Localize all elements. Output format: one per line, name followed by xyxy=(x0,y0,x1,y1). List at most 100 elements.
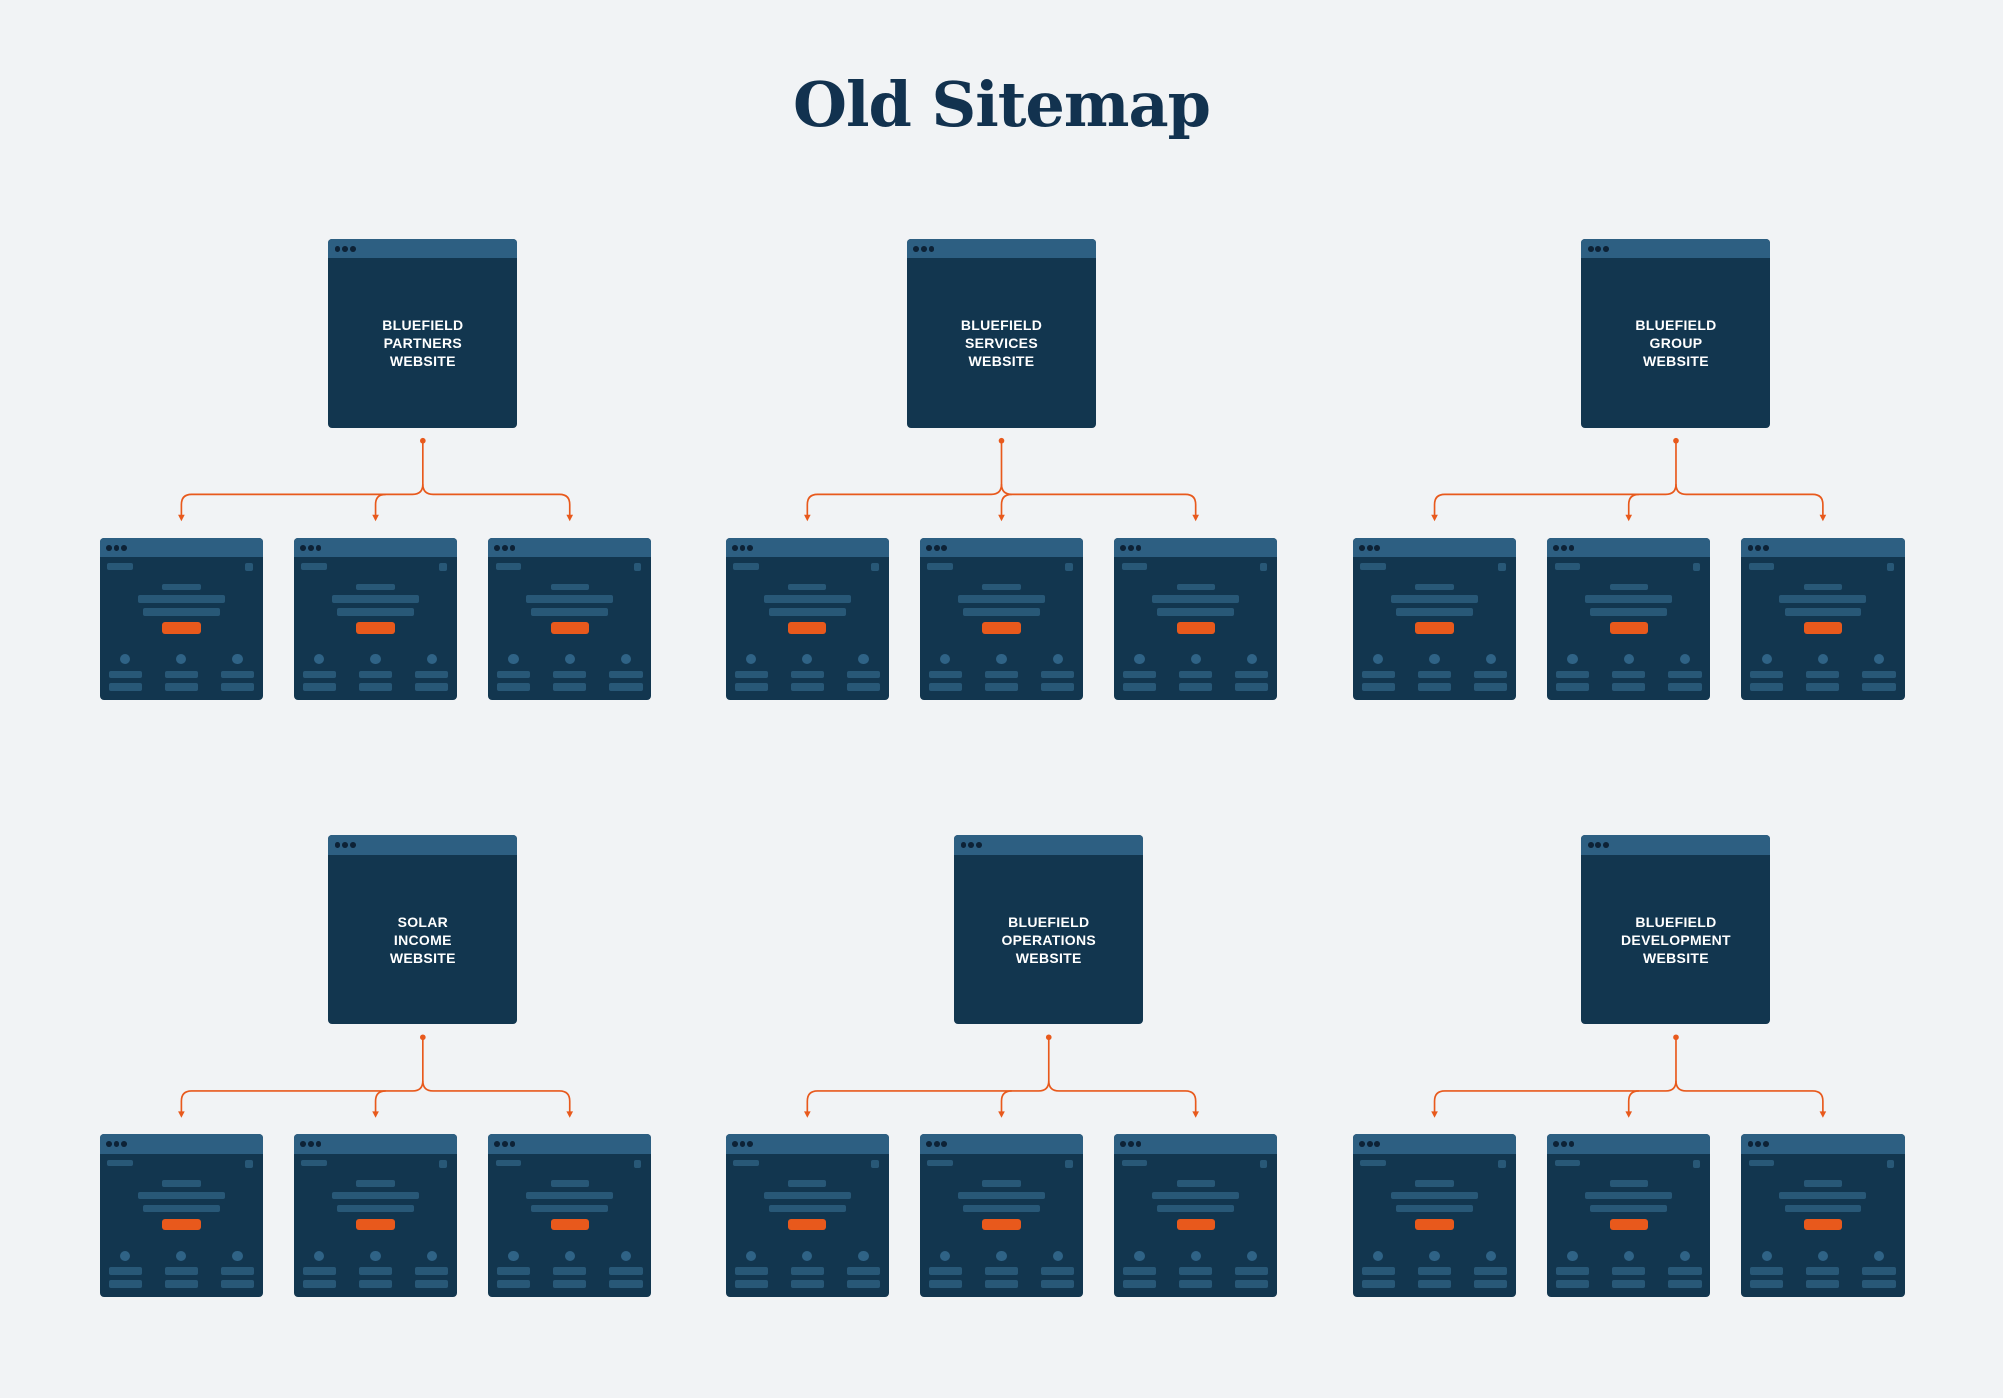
text-line-placeholder xyxy=(1396,608,1473,616)
heading-placeholder xyxy=(1609,583,1648,591)
connector-arrowhead xyxy=(1431,1111,1438,1118)
page-wireframe[interactable] xyxy=(1352,537,1517,700)
window-titlebar xyxy=(1741,1134,1905,1154)
heading-placeholder xyxy=(1415,1180,1454,1187)
feature-text-placeholder xyxy=(220,670,255,679)
cta-button-placeholder xyxy=(1803,622,1843,634)
feature-icon-placeholder xyxy=(564,1250,575,1261)
site-window-group[interactable]: BLUEFIELD GROUP WEBSITE xyxy=(1581,238,1771,428)
feature-icon-placeholder xyxy=(564,654,575,665)
feature-icon-placeholder xyxy=(1623,654,1634,665)
feature-text-placeholder xyxy=(609,1267,643,1275)
feature-text-placeholder xyxy=(1668,1267,1702,1275)
page-wireframe[interactable] xyxy=(99,537,264,700)
site-window-solar-income[interactable]: SOLAR INCOME WEBSITE xyxy=(328,835,518,1025)
connector-arrowhead xyxy=(178,514,185,522)
feature-text-placeholder xyxy=(1122,683,1157,692)
page-wireframe[interactable] xyxy=(293,1134,458,1297)
feature-text-placeholder xyxy=(1417,683,1452,692)
page-wireframe[interactable] xyxy=(1113,537,1278,700)
window-control-dot xyxy=(113,1141,120,1148)
feature-text-placeholder xyxy=(1122,1267,1157,1275)
window-titlebar xyxy=(1581,238,1771,259)
connector-branch-middle xyxy=(374,1090,386,1114)
window-control-dot xyxy=(307,1141,314,1148)
cta-button-placeholder xyxy=(356,1218,395,1231)
feature-text-placeholder xyxy=(553,670,587,679)
cta-button-placeholder xyxy=(1609,1218,1648,1231)
text-line-placeholder xyxy=(531,1204,609,1213)
site-window-services[interactable]: BLUEFIELD SERVICES WEBSITE xyxy=(906,238,1097,428)
site-window-operations[interactable]: BLUEFIELD OPERATIONS WEBSITE xyxy=(954,835,1144,1025)
feature-icon-placeholder xyxy=(940,1250,951,1261)
nav-logo-placeholder xyxy=(1554,563,1581,570)
window-titlebar xyxy=(1546,1134,1711,1154)
window-control-dot xyxy=(509,1141,516,1148)
feature-text-placeholder xyxy=(358,1279,393,1288)
connector-arrowhead xyxy=(1192,1111,1199,1118)
nav-menu-placeholder xyxy=(1692,1159,1701,1168)
page-wireframe[interactable] xyxy=(1546,537,1711,700)
page-wireframe[interactable] xyxy=(919,1134,1084,1297)
feature-icon-placeholder xyxy=(176,1250,187,1261)
window-control-dot xyxy=(1561,544,1567,551)
page-wireframe[interactable] xyxy=(1741,1134,1905,1297)
page-wireframe[interactable] xyxy=(1113,1134,1278,1297)
text-line-placeholder xyxy=(958,595,1045,603)
feature-icon-placeholder xyxy=(1373,1250,1384,1261)
text-line-placeholder xyxy=(768,608,846,616)
window-control-dot xyxy=(300,544,306,551)
connector-arrowhead xyxy=(372,1111,379,1118)
feature-text-placeholder xyxy=(1122,670,1157,679)
page-wireframe[interactable] xyxy=(919,537,1084,700)
connector-branch-left xyxy=(1433,484,1677,518)
text-line-placeholder xyxy=(763,595,851,603)
connector-arrowhead xyxy=(998,514,1005,522)
feature-text-placeholder xyxy=(790,1279,824,1288)
nav-menu-placeholder xyxy=(1886,1159,1895,1168)
window-control-dot xyxy=(334,842,341,849)
feature-text-placeholder xyxy=(302,670,336,679)
page-wireframe[interactable] xyxy=(1546,1134,1711,1297)
page-wireframe[interactable] xyxy=(99,1134,264,1297)
text-line-placeholder xyxy=(332,595,419,603)
cta-button-placeholder xyxy=(1803,1218,1843,1231)
site-window-partners[interactable]: BLUEFIELD PARTNERS WEBSITE xyxy=(328,238,518,428)
nav-menu-placeholder xyxy=(871,563,879,571)
feature-icon-placeholder xyxy=(1190,1250,1201,1261)
window-control-dot xyxy=(926,544,932,551)
page-wireframe[interactable] xyxy=(1741,537,1905,700)
feature-icon-placeholder xyxy=(802,1250,813,1261)
feature-text-placeholder xyxy=(1041,1279,1075,1288)
connector-branch-right xyxy=(421,440,571,518)
feature-text-placeholder xyxy=(928,1267,962,1275)
feature-text-placeholder xyxy=(1612,1279,1646,1288)
connector-branch-middle xyxy=(1000,1090,1012,1114)
feature-text-placeholder xyxy=(928,683,962,692)
connector-branch-right xyxy=(1675,440,1824,518)
feature-text-placeholder xyxy=(1806,1279,1840,1288)
window-titlebar xyxy=(906,238,1097,259)
text-line-placeholder xyxy=(1779,595,1867,603)
page-wireframe[interactable] xyxy=(725,1134,890,1297)
page-wireframe[interactable] xyxy=(487,1134,652,1297)
feature-text-placeholder xyxy=(846,683,881,692)
feature-icon-placeholder xyxy=(232,654,243,665)
page-wireframe[interactable] xyxy=(725,537,890,700)
connector-branch-right xyxy=(1675,1037,1824,1114)
feature-icon-placeholder xyxy=(1246,1250,1257,1261)
window-titlebar xyxy=(1352,537,1517,557)
feature-icon-placeholder xyxy=(1052,1250,1063,1261)
window-control-dot xyxy=(342,245,349,252)
connector-branch-right xyxy=(1047,1037,1197,1114)
feature-text-placeholder xyxy=(1806,1267,1840,1275)
nav-menu-placeholder xyxy=(633,1159,642,1168)
connector-arrowhead xyxy=(178,1111,185,1118)
window-control-dot xyxy=(1747,1141,1754,1148)
page-wireframe[interactable] xyxy=(1352,1134,1517,1297)
page-wireframe[interactable] xyxy=(487,537,652,700)
site-window-development[interactable]: BLUEFIELD DEVELOPMENT WEBSITE xyxy=(1581,835,1771,1025)
page-wireframe[interactable] xyxy=(293,537,458,700)
feature-text-placeholder xyxy=(984,1267,1019,1275)
text-line-placeholder xyxy=(1152,1191,1240,1200)
